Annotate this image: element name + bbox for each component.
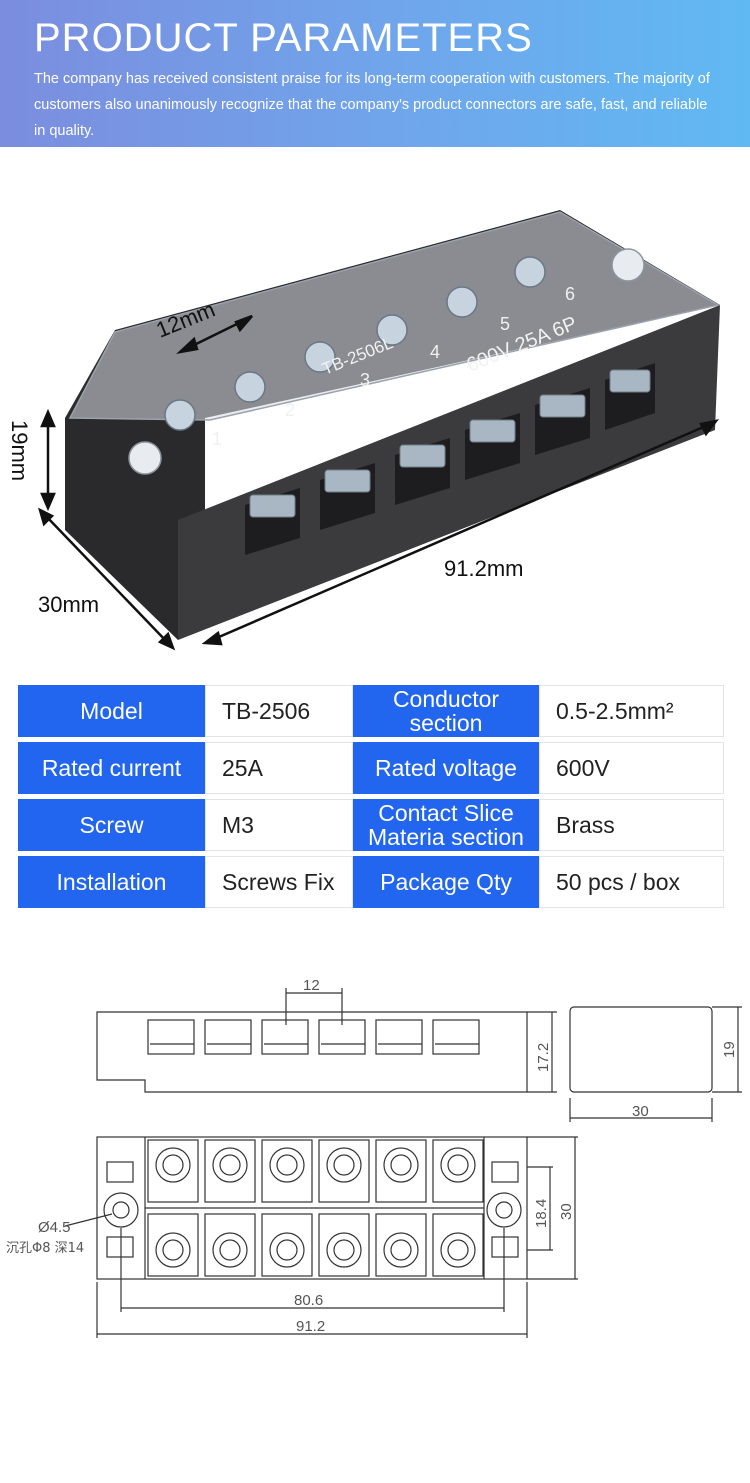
terminal-number-3: 3: [360, 370, 370, 390]
spec-table: Model TB-2506 Conductor section 0.5-2.5m…: [18, 685, 724, 913]
dim-length-label: 91.2mm: [444, 556, 523, 581]
spec-row: Rated current 25A Rated voltage 600V: [18, 742, 724, 794]
mount-holes: [128, 248, 645, 475]
spec-label: Model: [18, 685, 205, 737]
right-mount-hole: [486, 1192, 522, 1228]
spec-label: Screw: [18, 799, 205, 851]
terminal-screws: [164, 256, 546, 431]
countersink-label: 沉孔Φ8 深14: [6, 1241, 84, 1256]
end-depth-dim-label: 30: [632, 1103, 649, 1120]
spec-value: M3: [205, 799, 353, 851]
terminal-number-4: 4: [430, 342, 440, 362]
side-view-terminals: [147, 1019, 480, 1055]
hole-spacing-v-label: 18.4: [533, 1199, 550, 1228]
total-depth-dim-label: 30: [558, 1203, 575, 1220]
spec-label: Rated current: [18, 742, 205, 794]
spec-label: Contact Slice Materia section: [353, 799, 539, 851]
side-view-outline: [96, 1011, 528, 1093]
end-view-outline: [569, 1006, 713, 1093]
block-front-face: [65, 418, 205, 640]
terminal-number-1: 1: [212, 429, 222, 449]
page-title: PRODUCT PARAMETERS: [34, 16, 533, 60]
plan-view-screws: [147, 1139, 484, 1277]
spec-value: 0.5-2.5mm²: [539, 685, 724, 737]
spec-label: Rated voltage: [353, 742, 539, 794]
spec-value: 25A: [205, 742, 353, 794]
spec-label: Installation: [18, 856, 205, 908]
spec-row: Installation Screws Fix Package Qty 50 p…: [18, 856, 724, 908]
spec-value: 50 pcs / box: [539, 856, 724, 908]
hole-spacing-h-label: 80.6: [294, 1292, 323, 1309]
product-photo: 600V 25A 6P TB-2506L 1 2 3 4 5 6 12mm 19…: [7, 210, 721, 651]
dim-depth-label: 30mm: [38, 592, 99, 617]
spec-label: Conductor section: [353, 685, 539, 737]
spec-value: Screws Fix: [205, 856, 353, 908]
spec-value: 600V: [539, 742, 724, 794]
terminal-number-6: 6: [565, 284, 575, 304]
header-banner: PRODUCT PARAMETERS The company has recei…: [0, 0, 750, 147]
length-dim-label: 91.2: [296, 1318, 325, 1335]
dim-height-label: 19mm: [7, 420, 32, 481]
pitch-dim-label: 12: [303, 977, 320, 994]
terminal-plates: [249, 369, 651, 518]
spec-value: Brass: [539, 799, 724, 851]
spec-label: Package Qty: [353, 856, 539, 908]
left-mount-hole: [103, 1192, 139, 1228]
terminal-numbers: 1 2 3 4 5 6: [212, 284, 575, 449]
hole-diameter-label: Ø4.5: [38, 1219, 71, 1236]
dimension-lines: [38, 314, 720, 651]
inner-height-dim-label: 17.2: [535, 1043, 552, 1072]
spec-value: TB-2506: [205, 685, 353, 737]
terminal-number-2: 2: [285, 400, 295, 420]
total-height-dim-label: 19: [721, 1041, 738, 1058]
terminal-number-5: 5: [500, 314, 510, 334]
technical-drawing: 12 17.2 19 30 18.4 30 Ø4.5 沉孔Φ8 深14 80.6…: [6, 977, 742, 1338]
spec-row: Model TB-2506 Conductor section 0.5-2.5m…: [18, 685, 724, 737]
spec-row: Screw M3 Contact Slice Materia section B…: [18, 799, 724, 851]
banner-description: The company has received consistent prai…: [34, 71, 710, 139]
plan-view-outline: [96, 1136, 528, 1280]
